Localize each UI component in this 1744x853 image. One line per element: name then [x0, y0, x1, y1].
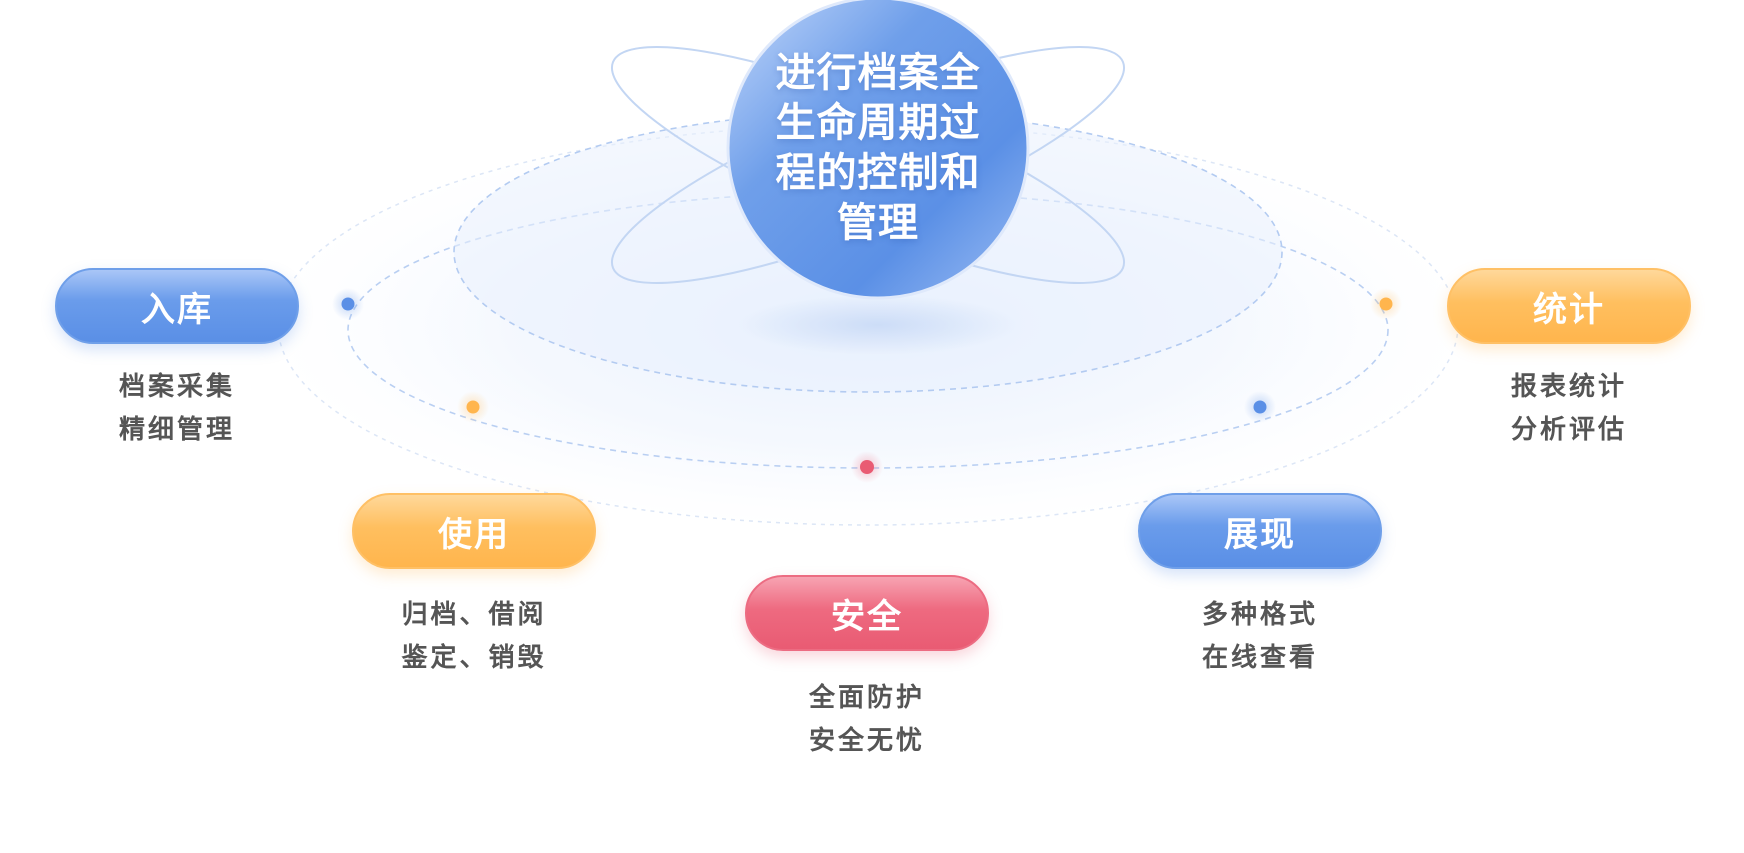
- sphere-shadow: [738, 295, 1018, 355]
- center-title-line: 进行档案全: [775, 50, 981, 96]
- node-desc-line: 档案采集: [118, 372, 235, 402]
- orbit-dot-orange: [1379, 297, 1393, 311]
- node-pill-statistics: 统计: [1447, 268, 1691, 344]
- node-desc-line: 多种格式: [1201, 600, 1318, 630]
- node-desc-storage: 档案采集 精细管理: [55, 366, 299, 452]
- center-sphere: [726, 0, 1030, 300]
- center-title: 进行档案全 生命周期过 程的控制和 管理: [760, 48, 996, 248]
- orbit-dot-orange: [466, 400, 480, 414]
- orbit-dot-blue: [1253, 400, 1267, 414]
- node-desc-line: 报表统计: [1510, 372, 1627, 402]
- orbit-dot-red: [860, 460, 874, 474]
- node-desc-line: 全面防护: [808, 683, 925, 713]
- node-desc-line: 鉴定、销毁: [401, 643, 547, 673]
- node-pill-storage: 入库: [55, 268, 299, 344]
- center-title-line: 程的控制和: [775, 150, 981, 196]
- node-desc-line: 精细管理: [118, 415, 235, 445]
- node-desc-line: 分析评估: [1510, 415, 1627, 445]
- node-desc-security: 全面防护 安全无忧: [745, 677, 989, 763]
- node-pill-usage: 使用: [352, 493, 596, 569]
- node-pill-display: 展现: [1138, 493, 1382, 569]
- node-desc-statistics: 报表统计 分析评估: [1447, 366, 1691, 452]
- node-desc-line: 安全无忧: [808, 726, 925, 756]
- center-title-line: 管理: [837, 200, 919, 246]
- node-desc-usage: 归档、借阅 鉴定、销毁: [352, 594, 596, 680]
- center-title-line: 生命周期过: [775, 100, 981, 146]
- orbit-dot-blue: [341, 297, 355, 311]
- node-pill-security: 安全: [745, 575, 989, 651]
- node-desc-display: 多种格式 在线查看: [1138, 594, 1382, 680]
- node-desc-line: 归档、借阅: [401, 600, 547, 630]
- node-desc-line: 在线查看: [1201, 643, 1318, 673]
